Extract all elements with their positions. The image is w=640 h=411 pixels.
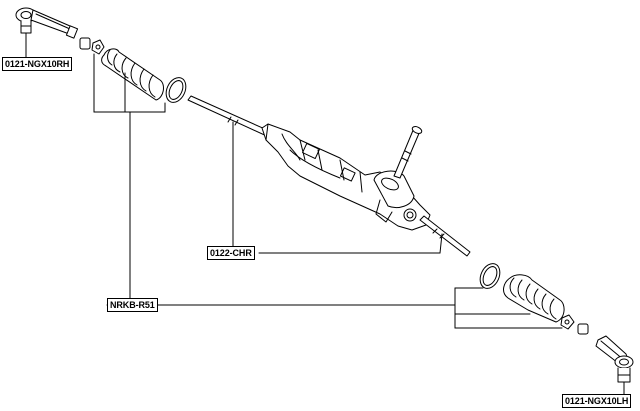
steering-rack-drawing [187,95,471,257]
leader-lines [25,53,625,396]
part-label-tie-rod-end-rh: 0121-NGX10RH [2,57,73,71]
tie-rod-end-rh-drawing [15,7,79,58]
clamp-lh-drawing [560,314,589,335]
tie-rod-end-lh-drawing [595,335,634,395]
clamp-rh-drawing [79,37,105,55]
part-label-rack-boot-kit: NRKB-R51 [107,298,158,312]
part-label-tie-rod-end-lh: 0121-NGX10LH [562,394,632,408]
part-label-steering-rack: 0122-CHR [207,246,255,260]
boot-clamp-ring-lh-drawing [479,263,501,289]
rack-boot-lh-drawing [503,274,565,323]
rack-boot-rh-drawing [101,48,164,101]
boot-clamp-ring-rh-drawing [165,77,187,103]
